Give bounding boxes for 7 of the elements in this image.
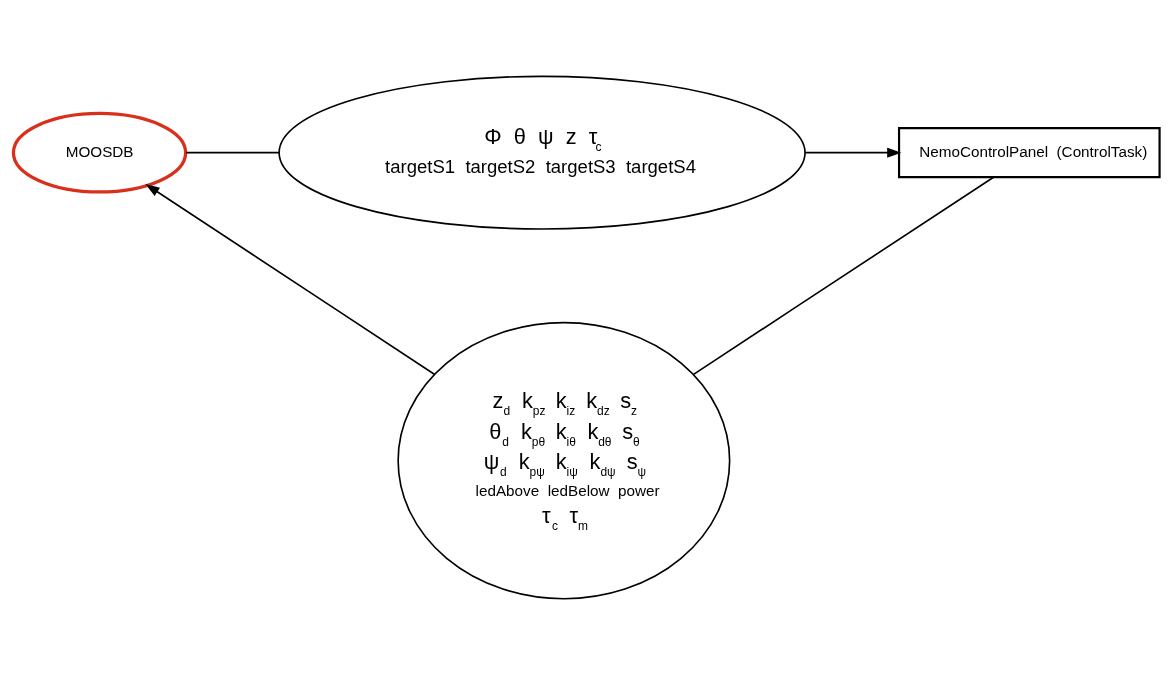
connector	[185, 151, 280, 153]
arrow	[145, 183, 436, 375]
node-ellipse: Φ θ ψ z τ$_{c}$ targetS1 targetS2 targetS3 targetS4	[278, 75, 806, 230]
node-ellipse: z$_{d}$ k$_{pz}$ k$_{iz}$ k$_{dz}$ s$_{z}$ θ$_{d}$ k$_{pθ}$ k$_{iθ}$ k$_{dθ}$ s$_{θ}$ ψ$_{d}$ k$_{pψ}$ k$_{iψ}$ k$_{dψ}$ s$_{ψ}$ ledAbove ledBelow power τ$_{c}$ τ$_{m}$	[397, 321, 731, 600]
connector	[692, 175, 995, 375]
arrow	[804, 147, 902, 158]
node-box: NemoControlPanel (ControlTask)	[897, 126, 1161, 178]
